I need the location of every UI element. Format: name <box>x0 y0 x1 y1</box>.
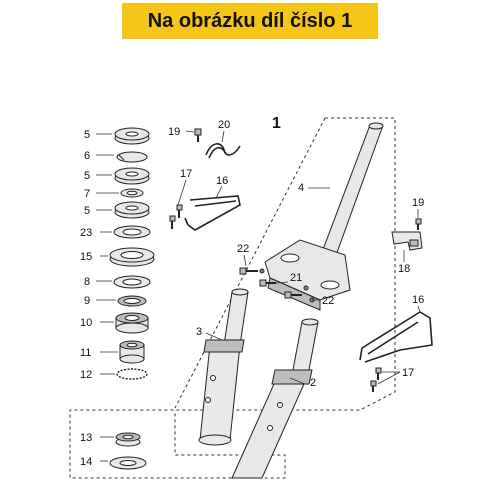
part-15 <box>109 247 155 267</box>
callout-23: 23 <box>80 227 92 239</box>
part-3-fork-leg <box>198 288 249 446</box>
callout-13: 13 <box>80 432 92 444</box>
callout-19-right: 19 <box>412 197 424 209</box>
part-19-screw-top <box>194 128 202 142</box>
callout-16-right: 16 <box>412 294 424 306</box>
callout-12: 12 <box>80 369 92 381</box>
callout-22-right: 22 <box>322 295 334 307</box>
callout-19-top: 19 <box>168 126 180 138</box>
banner-text: Na obrázku díl číslo 1 <box>147 9 353 32</box>
callout-10: 10 <box>80 317 92 329</box>
callout-9: 9 <box>84 295 90 307</box>
part-8 <box>113 275 151 289</box>
callout-17-left: 17 <box>180 168 192 180</box>
part-18-bracket <box>391 231 423 251</box>
leader-lines <box>96 130 421 462</box>
callout-5-middle: 5 <box>84 170 90 182</box>
part-23 <box>113 225 151 239</box>
part-5-middle <box>114 167 150 185</box>
callout-22-top: 22 <box>237 243 249 255</box>
callout-17-right: 17 <box>402 367 414 379</box>
callout-1: 1 <box>272 115 281 132</box>
part-4-steering-stem <box>264 122 384 311</box>
callout-18: 18 <box>398 263 410 275</box>
part-7 <box>120 188 144 198</box>
callout-8: 8 <box>84 276 90 288</box>
part-9 <box>117 295 147 307</box>
part-6 <box>116 151 148 163</box>
callout-15: 15 <box>80 251 92 263</box>
assembly-outline-diagonal <box>174 117 326 409</box>
callout-4: 4 <box>298 182 304 194</box>
part-17-screws-right <box>370 367 382 392</box>
callout-14: 14 <box>80 456 92 468</box>
callout-6: 6 <box>84 150 90 162</box>
callout-2: 2 <box>310 377 316 389</box>
assembly-outline <box>69 117 396 479</box>
callout-11: 11 <box>80 347 91 359</box>
part-13 <box>115 432 141 447</box>
callout-3: 3 <box>196 326 202 338</box>
callout-5-lower: 5 <box>84 205 90 217</box>
part-5-lower <box>114 201 150 219</box>
callout-20: 20 <box>218 119 230 131</box>
part-16-bracket-left <box>184 195 241 231</box>
part-11 <box>119 340 145 364</box>
part-2-fork-leg <box>231 318 319 479</box>
callout-21: 21 <box>290 272 302 284</box>
part-12 <box>116 368 148 380</box>
part-14 <box>109 456 147 470</box>
part-16-bracket-right <box>359 311 433 363</box>
part-10 <box>115 312 149 334</box>
part-5-top <box>114 127 150 145</box>
part-19-screw-right <box>415 218 422 230</box>
title-banner: Na obrázku díl číslo 1 <box>122 3 378 39</box>
callout-5-top: 5 <box>84 129 90 141</box>
bolts-21-22 <box>239 267 315 303</box>
callout-16-left: 16 <box>216 175 228 187</box>
part-17-screws-left <box>169 204 183 229</box>
part-20-clip <box>205 143 241 159</box>
callout-7: 7 <box>84 188 90 200</box>
